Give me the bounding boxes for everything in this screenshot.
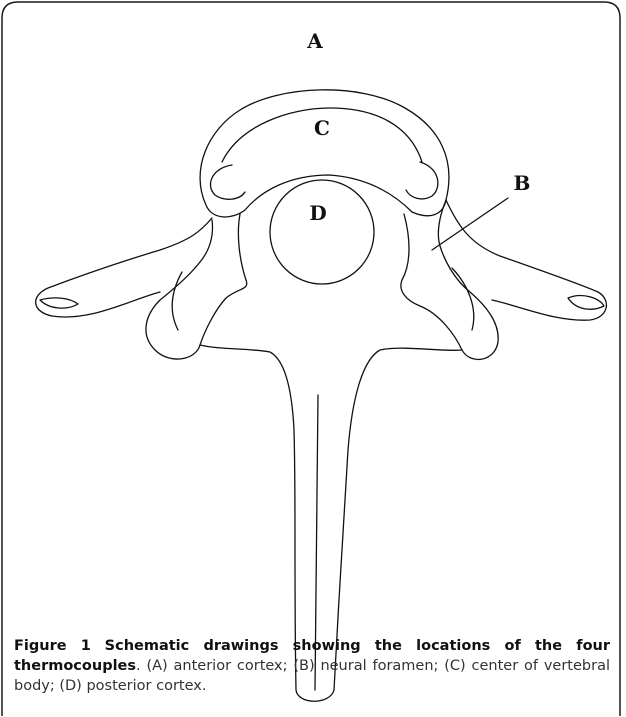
figure-caption: Figure 1 Schematic drawings showing the … [14,636,610,696]
right-process-tip [568,296,604,310]
left-process-tip [40,298,78,308]
label-a: A [306,29,323,53]
label-b: B [514,171,531,195]
caption-number: Figure 1 [14,638,91,654]
right-body-curl [406,162,438,199]
left-body-curl [210,165,245,199]
label-d: D [309,201,326,225]
right-facet [401,200,498,359]
left-facet-inner [172,272,182,330]
left-facet [146,214,247,359]
left-transverse-process [36,218,212,317]
label-c: C [314,116,330,140]
spinal-canal-circle [270,180,374,284]
right-transverse-process [446,200,606,320]
